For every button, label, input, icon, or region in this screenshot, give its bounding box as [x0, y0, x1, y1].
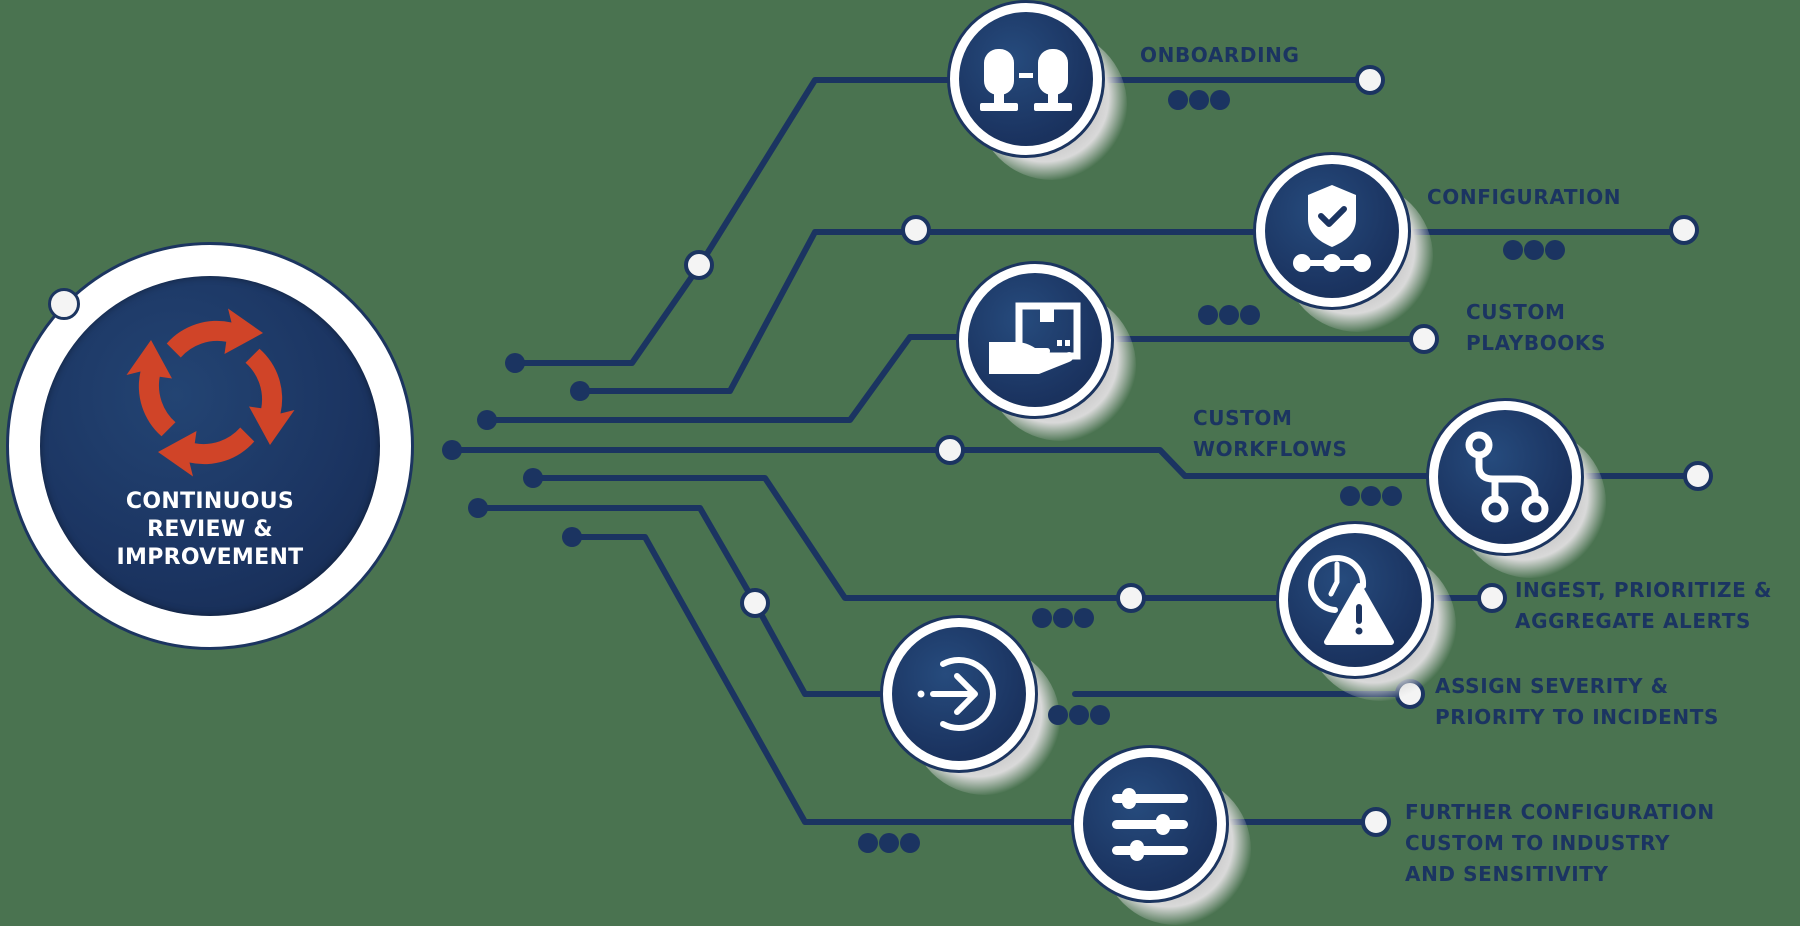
ellipsis-dots — [1168, 90, 1230, 110]
step-custom-playbooks — [956, 261, 1136, 441]
ellipsis-dots — [858, 833, 920, 853]
ellipsis-dots — [1198, 305, 1260, 325]
workflow-branch-icon — [1465, 431, 1549, 523]
step-label-ingest-alerts: INGEST, PRIORITIZE & AGGREGATE ALERTS — [1515, 578, 1773, 633]
step-further-configuration — [1071, 745, 1251, 925]
cycle-arrows-icon — [126, 308, 295, 477]
step-label-configuration: CONFIGURATION — [1427, 185, 1622, 209]
login-arrow-icon — [917, 657, 996, 731]
ellipsis-dots — [1340, 486, 1402, 506]
step-ingest-alerts — [1276, 521, 1456, 701]
step-label-custom-workflows: CUSTOM WORKFLOWS — [1193, 406, 1348, 461]
hub-title: CONTINUOUS REVIEW & IMPROVEMENT — [40, 488, 380, 572]
step-custom-workflows — [1426, 398, 1606, 578]
step-onboarding — [947, 0, 1127, 180]
hub-title-line: IMPROVEMENT — [116, 545, 304, 570]
shield-check-network-icon — [1293, 185, 1371, 272]
hand-package-icon — [989, 302, 1081, 374]
step-label-custom-playbooks: CUSTOM PLAYBOOKS — [1466, 300, 1606, 355]
hub-ring-node — [48, 288, 80, 320]
hub-title-line: CONTINUOUS — [125, 489, 295, 514]
step-assign-severity — [880, 615, 1060, 795]
handshake-people-icon — [980, 49, 1072, 111]
step-label-onboarding: ONBOARDING — [1140, 43, 1300, 67]
step-configuration — [1253, 152, 1433, 332]
hub-title-line: REVIEW & — [147, 517, 273, 542]
step-label-assign-severity: ASSIGN SEVERITY & PRIORITY TO INCIDENTS — [1435, 674, 1719, 729]
ellipsis-dots — [1503, 240, 1565, 260]
sliders-icon — [1112, 788, 1188, 861]
clock-alert-icon — [1308, 555, 1394, 645]
step-label-further-configuration: FURTHER CONFIGURATION CUSTOM TO INDUSTRY… — [1405, 800, 1715, 886]
ellipsis-dots — [1032, 608, 1094, 628]
ellipsis-dots — [1048, 705, 1110, 725]
